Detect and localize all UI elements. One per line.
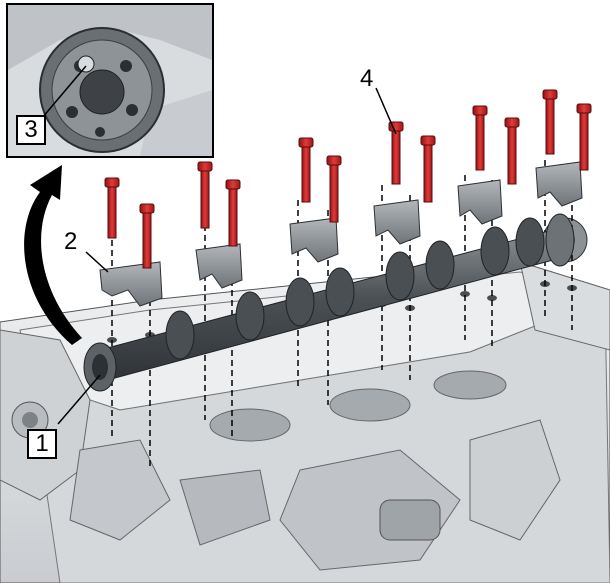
camshaft (83, 213, 575, 392)
cap-bolt (225, 179, 241, 247)
cap-bolt (104, 177, 120, 239)
cap-bolt (504, 117, 520, 185)
cap-bolts (104, 89, 592, 269)
callout-3: 3 (16, 115, 46, 145)
callout-4: 4 (360, 65, 374, 92)
callout-2: 2 (64, 228, 78, 255)
cap-bolt (542, 89, 558, 155)
leader-lines (57, 87, 397, 425)
bearing-caps (99, 161, 583, 307)
cap-bolt (420, 135, 436, 203)
callout-1: 1 (27, 429, 57, 459)
cap-bolt (472, 105, 488, 171)
cap-bolt (326, 155, 342, 223)
cap-bolt (388, 121, 404, 185)
cap-bolt (139, 203, 155, 269)
cap-bolt (576, 103, 592, 171)
cap-bolt (298, 137, 314, 203)
cylinder-head (0, 217, 610, 583)
curved-arrow-icon (24, 165, 82, 345)
cap-bolt (197, 161, 213, 229)
